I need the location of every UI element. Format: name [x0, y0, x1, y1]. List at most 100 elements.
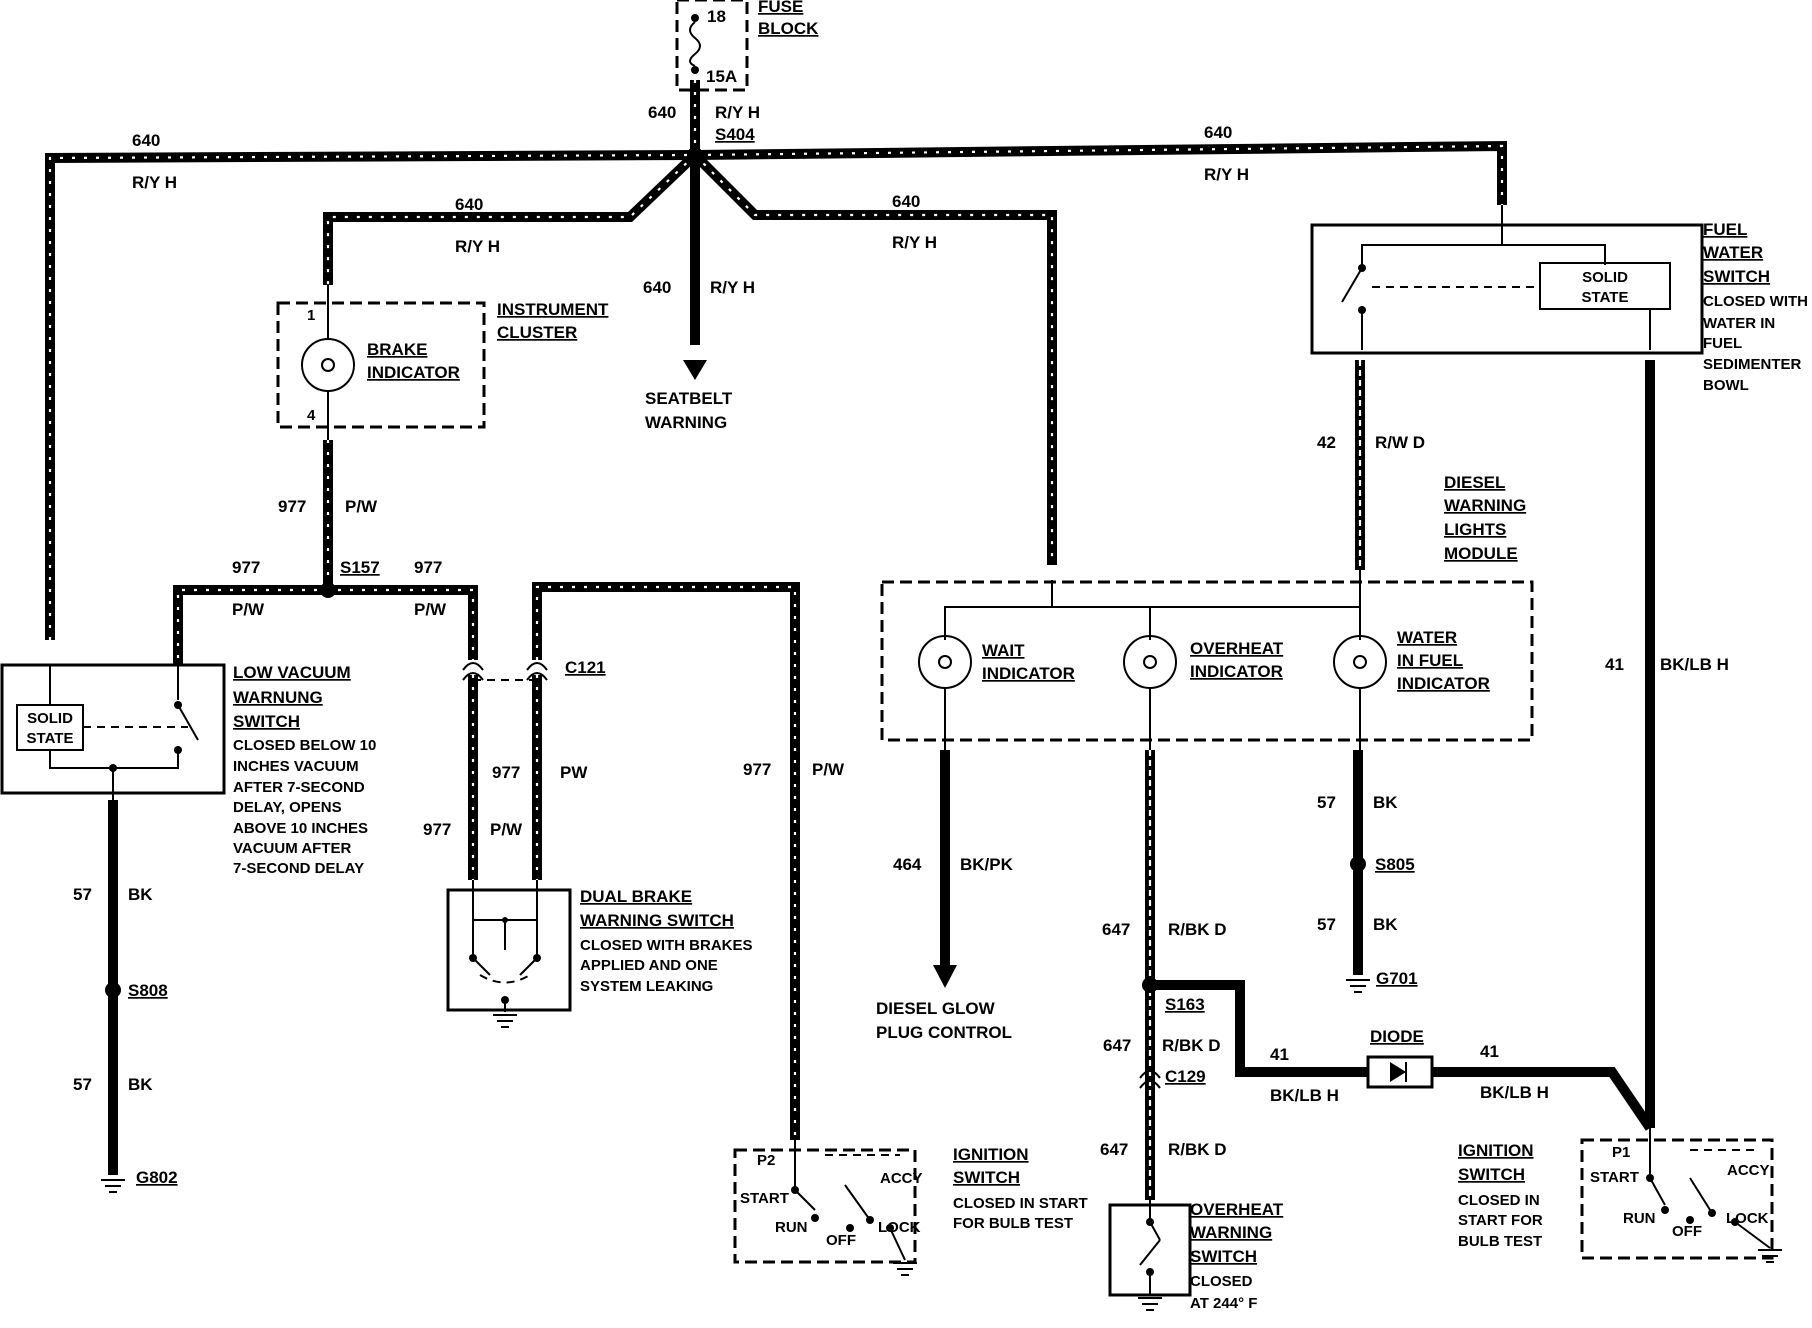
label-bkpk: BK/PK — [960, 855, 1014, 874]
dual-brake-switch: DUAL BRAKE WARNING SWITCH CLOSED WITH BR… — [446, 880, 753, 1028]
wait-indicator-1: WAIT — [982, 641, 1025, 660]
fuel-water-title-2: WATER — [1703, 243, 1763, 262]
overheat-indicator-1: OVERHEAT — [1190, 639, 1284, 658]
low-vacuum-solid-state-1: SOLID — [27, 710, 73, 727]
dual-brake-note-3: SYSTEM LEAKING — [580, 978, 713, 995]
dual-brake-note-1: CLOSED WITH BRAKES — [580, 937, 753, 954]
ignition-right-note-3: BULB TEST — [1458, 1233, 1542, 1250]
ignition-left-off: OFF — [826, 1232, 856, 1249]
connector-c129 — [1139, 1070, 1161, 1089]
label-bk-a: BK — [128, 885, 153, 904]
label-rbkd-a: R/BK D — [1168, 920, 1227, 939]
glow-plug-arrow — [933, 965, 957, 988]
label-647-c: 647 — [1100, 1140, 1128, 1159]
ignition-right-title-1: IGNITION — [1458, 1141, 1534, 1160]
fuel-water-note-2: WATER IN — [1703, 315, 1775, 332]
fuse-block-label-1: FUSE — [758, 0, 803, 16]
label-bklbh-b: BK/LB H — [1270, 1086, 1339, 1105]
label-640-d: 640 — [455, 195, 483, 214]
diesel-module-title-3: LIGHTS — [1444, 520, 1506, 539]
ignition-right-pin: P1 — [1612, 1144, 1630, 1161]
label-bk-d: BK — [1373, 915, 1398, 934]
ground-g802 — [101, 1179, 125, 1193]
label-640-b: 640 — [132, 131, 160, 150]
water-indicator-3: INDICATOR — [1397, 674, 1490, 693]
ignition-left-run: RUN — [775, 1219, 808, 1236]
label-57-a: 57 — [73, 885, 92, 904]
pin-1: 1 — [307, 307, 315, 324]
ignition-right-note-1: CLOSED IN — [1458, 1192, 1540, 1209]
diesel-module-title-1: DIESEL — [1444, 473, 1505, 492]
water-indicator-1: WATER — [1397, 628, 1457, 647]
label-pw-b: P/W — [232, 600, 265, 619]
ignition-left-pin: P2 — [757, 1152, 775, 1169]
label-977-e: 977 — [423, 820, 451, 839]
label-640-c: 640 — [1204, 123, 1232, 142]
label-977-f: 977 — [743, 760, 771, 779]
label-s157: S157 — [340, 558, 380, 577]
label-pw-a: P/W — [345, 497, 378, 516]
seatbelt-arrow — [683, 360, 707, 380]
ignition-right-title-2: SWITCH — [1458, 1165, 1525, 1184]
low-vacuum-title-1: LOW VACUUM — [233, 663, 351, 682]
ignition-right-run: RUN — [1623, 1210, 1656, 1227]
fuse-block-label-2: BLOCK — [758, 19, 819, 38]
ignition-left-title-2: SWITCH — [953, 1168, 1020, 1187]
label-977-c: 977 — [414, 558, 442, 577]
low-vacuum-solid-state-2: STATE — [27, 730, 74, 747]
dual-brake-title-2: WARNING SWITCH — [580, 911, 734, 930]
label-41-b: 41 — [1270, 1045, 1289, 1064]
low-vacuum-title-2: WARNUNG — [233, 688, 323, 707]
fuel-water-note-5: BOWL — [1703, 377, 1749, 394]
label-pw-f: P/W — [812, 760, 845, 779]
overheat-switch-note-2: AT 244° F — [1190, 1295, 1257, 1312]
ignition-switch-left: P2 START RUN OFF ACCY LOCK IGNITION SWIT… — [733, 1140, 1088, 1276]
fuse-rating: 15A — [706, 67, 737, 86]
ignition-left-lock: LOCK — [878, 1219, 921, 1236]
label-640-a: 640 — [648, 103, 676, 122]
label-c129: C129 — [1165, 1067, 1206, 1086]
splice-s805 — [1350, 856, 1366, 872]
brake-indicator-label-2: INDICATOR — [367, 363, 460, 382]
wire-640-main — [45, 80, 1507, 640]
fuse-number: 18 — [707, 7, 726, 26]
label-647-a: 647 — [1102, 920, 1130, 939]
ignition-left-start: START — [740, 1190, 789, 1207]
instrument-cluster-label-2: CLUSTER — [497, 323, 577, 342]
fuel-water-title-3: SWITCH — [1703, 267, 1770, 286]
low-vacuum-note-3: AFTER 7-SECOND — [233, 779, 365, 796]
wire-41 — [1150, 360, 1655, 1131]
low-vacuum-note-1: CLOSED BELOW 10 — [233, 737, 376, 754]
ignition-left-accy: ACCY — [880, 1170, 923, 1187]
ignition-right-lock: LOCK — [1726, 1210, 1769, 1227]
low-vacuum-note-5: ABOVE 10 INCHES — [233, 820, 368, 837]
ground-g701 — [1346, 979, 1370, 993]
water-indicator-2: IN FUEL — [1397, 651, 1463, 670]
instrument-cluster-label-1: INSTRUMENT — [497, 300, 609, 319]
label-647-b: 647 — [1103, 1036, 1131, 1055]
diode-label: DIODE — [1370, 1027, 1424, 1046]
ignition-right-note-2: START FOR — [1458, 1212, 1543, 1229]
label-ryh-b: R/Y H — [132, 173, 177, 192]
label-rbkd-c: R/BK D — [1168, 1140, 1227, 1159]
fuel-water-solid-state-2: STATE — [1582, 289, 1629, 306]
overheat-indicator-2: INDICATOR — [1190, 662, 1283, 681]
ignition-right-start: START — [1590, 1169, 1639, 1186]
fuse-block: 18 15A FUSE BLOCK — [675, 0, 819, 92]
label-57-c: 57 — [1317, 793, 1336, 812]
label-rwd: R/W D — [1375, 433, 1425, 452]
label-ryh-e: R/Y H — [892, 233, 937, 252]
ignition-left-note-2: FOR BULB TEST — [953, 1215, 1073, 1232]
label-pw-alt: PW — [560, 763, 588, 782]
label-s404: S404 — [715, 125, 755, 144]
label-57-d: 57 — [1317, 915, 1336, 934]
seatbelt-label-2: WARNING — [645, 413, 727, 432]
low-vacuum-note-4: DELAY, OPENS — [233, 799, 342, 816]
label-pw-c: P/W — [414, 600, 447, 619]
wait-indicator-2: INDICATOR — [982, 664, 1075, 683]
pin-4: 4 — [307, 407, 316, 424]
label-pw-e: P/W — [490, 820, 523, 839]
label-g802: G802 — [136, 1168, 178, 1187]
diesel-warning-lights-module: WAIT INDICATOR OVERHEAT INDICATOR WATER … — [880, 473, 1534, 750]
